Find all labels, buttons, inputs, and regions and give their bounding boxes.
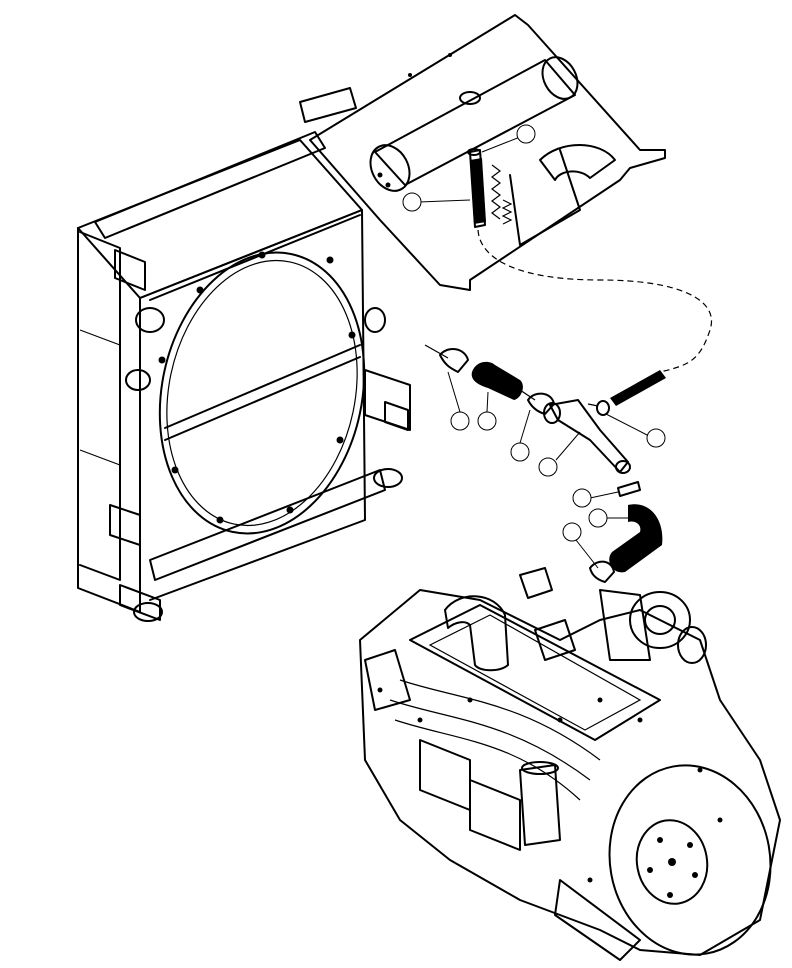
callout-c3 [450,411,470,431]
engine-assembly [359,567,781,961]
radiator-assembly [77,87,411,622]
air-cleaner-bracket [309,14,666,291]
callout-c4 [477,411,497,431]
callout-c8 [572,488,592,508]
callout-c7 [646,428,666,448]
callout-c2 [516,124,536,144]
callout-c9 [588,508,608,528]
hose-parts [424,148,713,583]
callout-c1 [402,192,422,212]
callout-c10 [562,522,582,542]
callout-c6 [538,457,558,477]
callouts [402,124,666,569]
callout-c5 [510,442,530,462]
